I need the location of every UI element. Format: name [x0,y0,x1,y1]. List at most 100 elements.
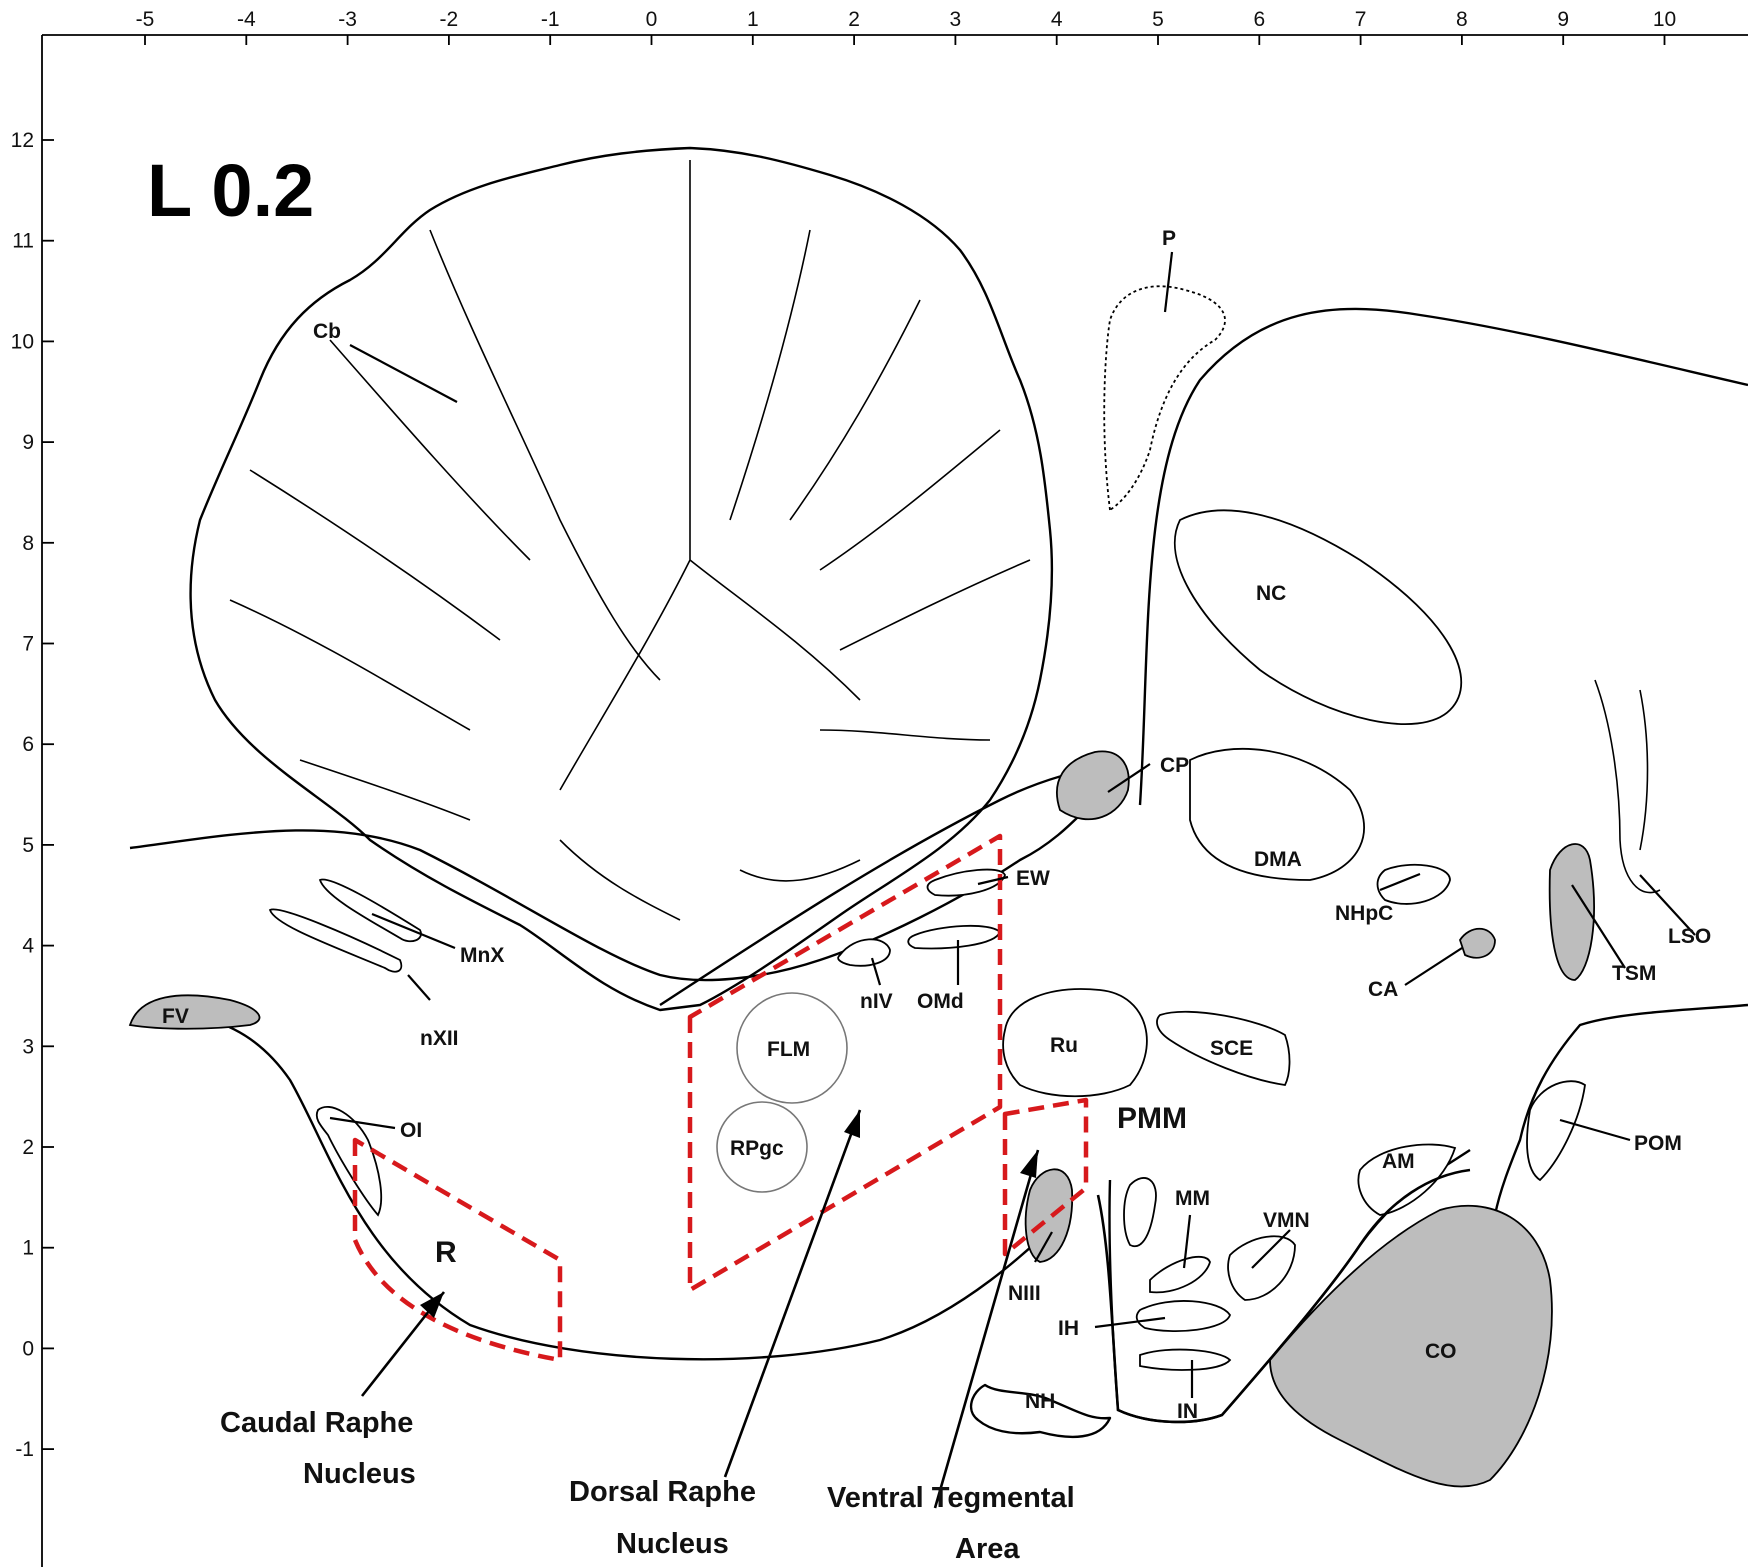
y-tick-label: 0 [22,1337,34,1360]
oi-leader [329,1116,396,1130]
label-cb: Cb [313,320,341,343]
x-tick-label: 4 [1051,8,1063,31]
nucleus-rpgc [716,1101,808,1193]
forebrain-dorsal-outline [1138,307,1748,806]
preoptic-medial-nucleus [1526,1080,1586,1182]
label-nxii: nXII [420,1027,459,1050]
nucleus-oi [315,1105,383,1217]
y-tick-label: 6 [22,733,34,756]
choroid-plexus [1056,750,1130,821]
lso-tract [1594,679,1661,894]
brainstem-ventral-outline [129,1014,1071,1361]
nhpc-leader [1379,872,1421,892]
region-labels: Cb P NC CP DMA NHpC EW MnX nXII FV nIV O… [162,227,1711,1423]
label-pmm: PMM [1117,1102,1187,1135]
y-tick-label: 3 [22,1035,34,1058]
label-niv: nIV [860,990,893,1013]
cerebellar-folia [229,160,1031,921]
y-tick-label: 4 [22,935,34,958]
lso-leader [1639,874,1696,936]
y-tick-label: 11 [12,230,34,253]
pom-leader [1559,1118,1631,1142]
dorsomedial-anterior-nucleus [1189,747,1365,881]
mm-leader [1182,1214,1192,1269]
caudal-raphe-label-line1: Caudal Raphe [220,1407,413,1439]
label-nhpc: NHpC [1335,902,1393,925]
vta-label-line2: Area [955,1533,1020,1565]
niv-leader [870,957,882,986]
tsm-leader [1571,884,1626,969]
y-tick-label: 1 [22,1237,34,1260]
vmn-leader [1251,1229,1291,1269]
ca-leader [1404,947,1463,986]
nucleus-niii [1024,1168,1074,1263]
label-ew: EW [1016,867,1050,890]
dorsal-raphe-arrow [723,1109,862,1478]
nucleus-in [1139,1348,1232,1371]
anterior-commissure [1459,927,1496,959]
vta-label-line1: Ventral Tegmental [827,1482,1075,1514]
dorsal-raphe-label-line2: Nucleus [616,1528,729,1560]
third-ventricle-wall [1096,1168,1471,1424]
nucleus-am [1357,1143,1457,1216]
nucleus-ruber [1002,988,1148,1098]
x-tick-label: 8 [1456,8,1468,31]
label-fv: FV [162,1005,189,1028]
label-sce: SCE [1210,1037,1253,1060]
label-co: CO [1425,1340,1457,1363]
nucleus-pmm [1123,1177,1157,1248]
niii-leader [1034,1231,1053,1263]
y-tick-label: 2 [22,1136,34,1159]
label-am: AM [1382,1150,1415,1173]
mnx-leader [371,912,456,950]
label-ih: IH [1058,1317,1079,1340]
vta-arrowhead [1020,1150,1038,1178]
highlighted-regions [352,833,1089,1363]
label-p: P [1162,227,1176,250]
label-rpgc: RPgc [730,1137,784,1160]
x-tick-label: 7 [1355,8,1367,31]
nhpc-nucleus [1376,863,1451,905]
x-tick-label: 9 [1557,8,1569,31]
nucleus-omd [907,924,1002,950]
label-mnx: MnX [460,944,504,967]
callout-labels: Caudal Raphe Nucleus Dorsal Raphe Nucleu… [220,1407,1075,1565]
nucleus-mnx [318,878,422,943]
caudal-raphe-label-line2: Nucleus [303,1458,416,1490]
p-leader [1163,251,1174,313]
label-nh: NH [1025,1390,1055,1413]
label-flm: FLM [767,1038,810,1061]
nucleus-nxii [268,908,403,973]
ih-leader [1094,1316,1166,1329]
label-lso: LSO [1668,925,1711,948]
y-tick-label: 7 [22,633,34,656]
x-tick-label: -2 [440,8,459,31]
tractus-septomesencephalicus [1548,843,1595,981]
label-oi: OI [400,1119,422,1142]
x-tick-label: -3 [338,8,357,31]
x-tick-label: -1 [541,8,560,31]
dorsal-brainstem-outline [129,809,1086,982]
nucleus-niv [837,938,891,967]
vta-arrow [933,1149,1040,1509]
label-in: IN [1177,1400,1198,1423]
dorsal-structures [1056,285,1661,1182]
label-ru: Ru [1050,1034,1078,1057]
x-tick-label: 5 [1152,8,1164,31]
brainstem-nuclei [128,868,1553,1488]
pineal-body [1103,285,1226,512]
caudal-raphe-arrowhead [420,1292,444,1318]
leader-lines [329,251,1696,1398]
nucleus-caudalis-region [1174,509,1463,725]
label-niii: NIII [1008,1282,1041,1305]
section-title: L 0.2 [147,149,314,232]
label-omd: OMd [917,990,964,1013]
label-nc: NC [1256,582,1286,605]
y-tick-label: 8 [22,532,34,555]
ew-leader [977,875,1009,886]
axis-frame [41,34,1748,1567]
cerebellum-outline [189,146,1054,1012]
nucleus-flm [736,992,848,1104]
